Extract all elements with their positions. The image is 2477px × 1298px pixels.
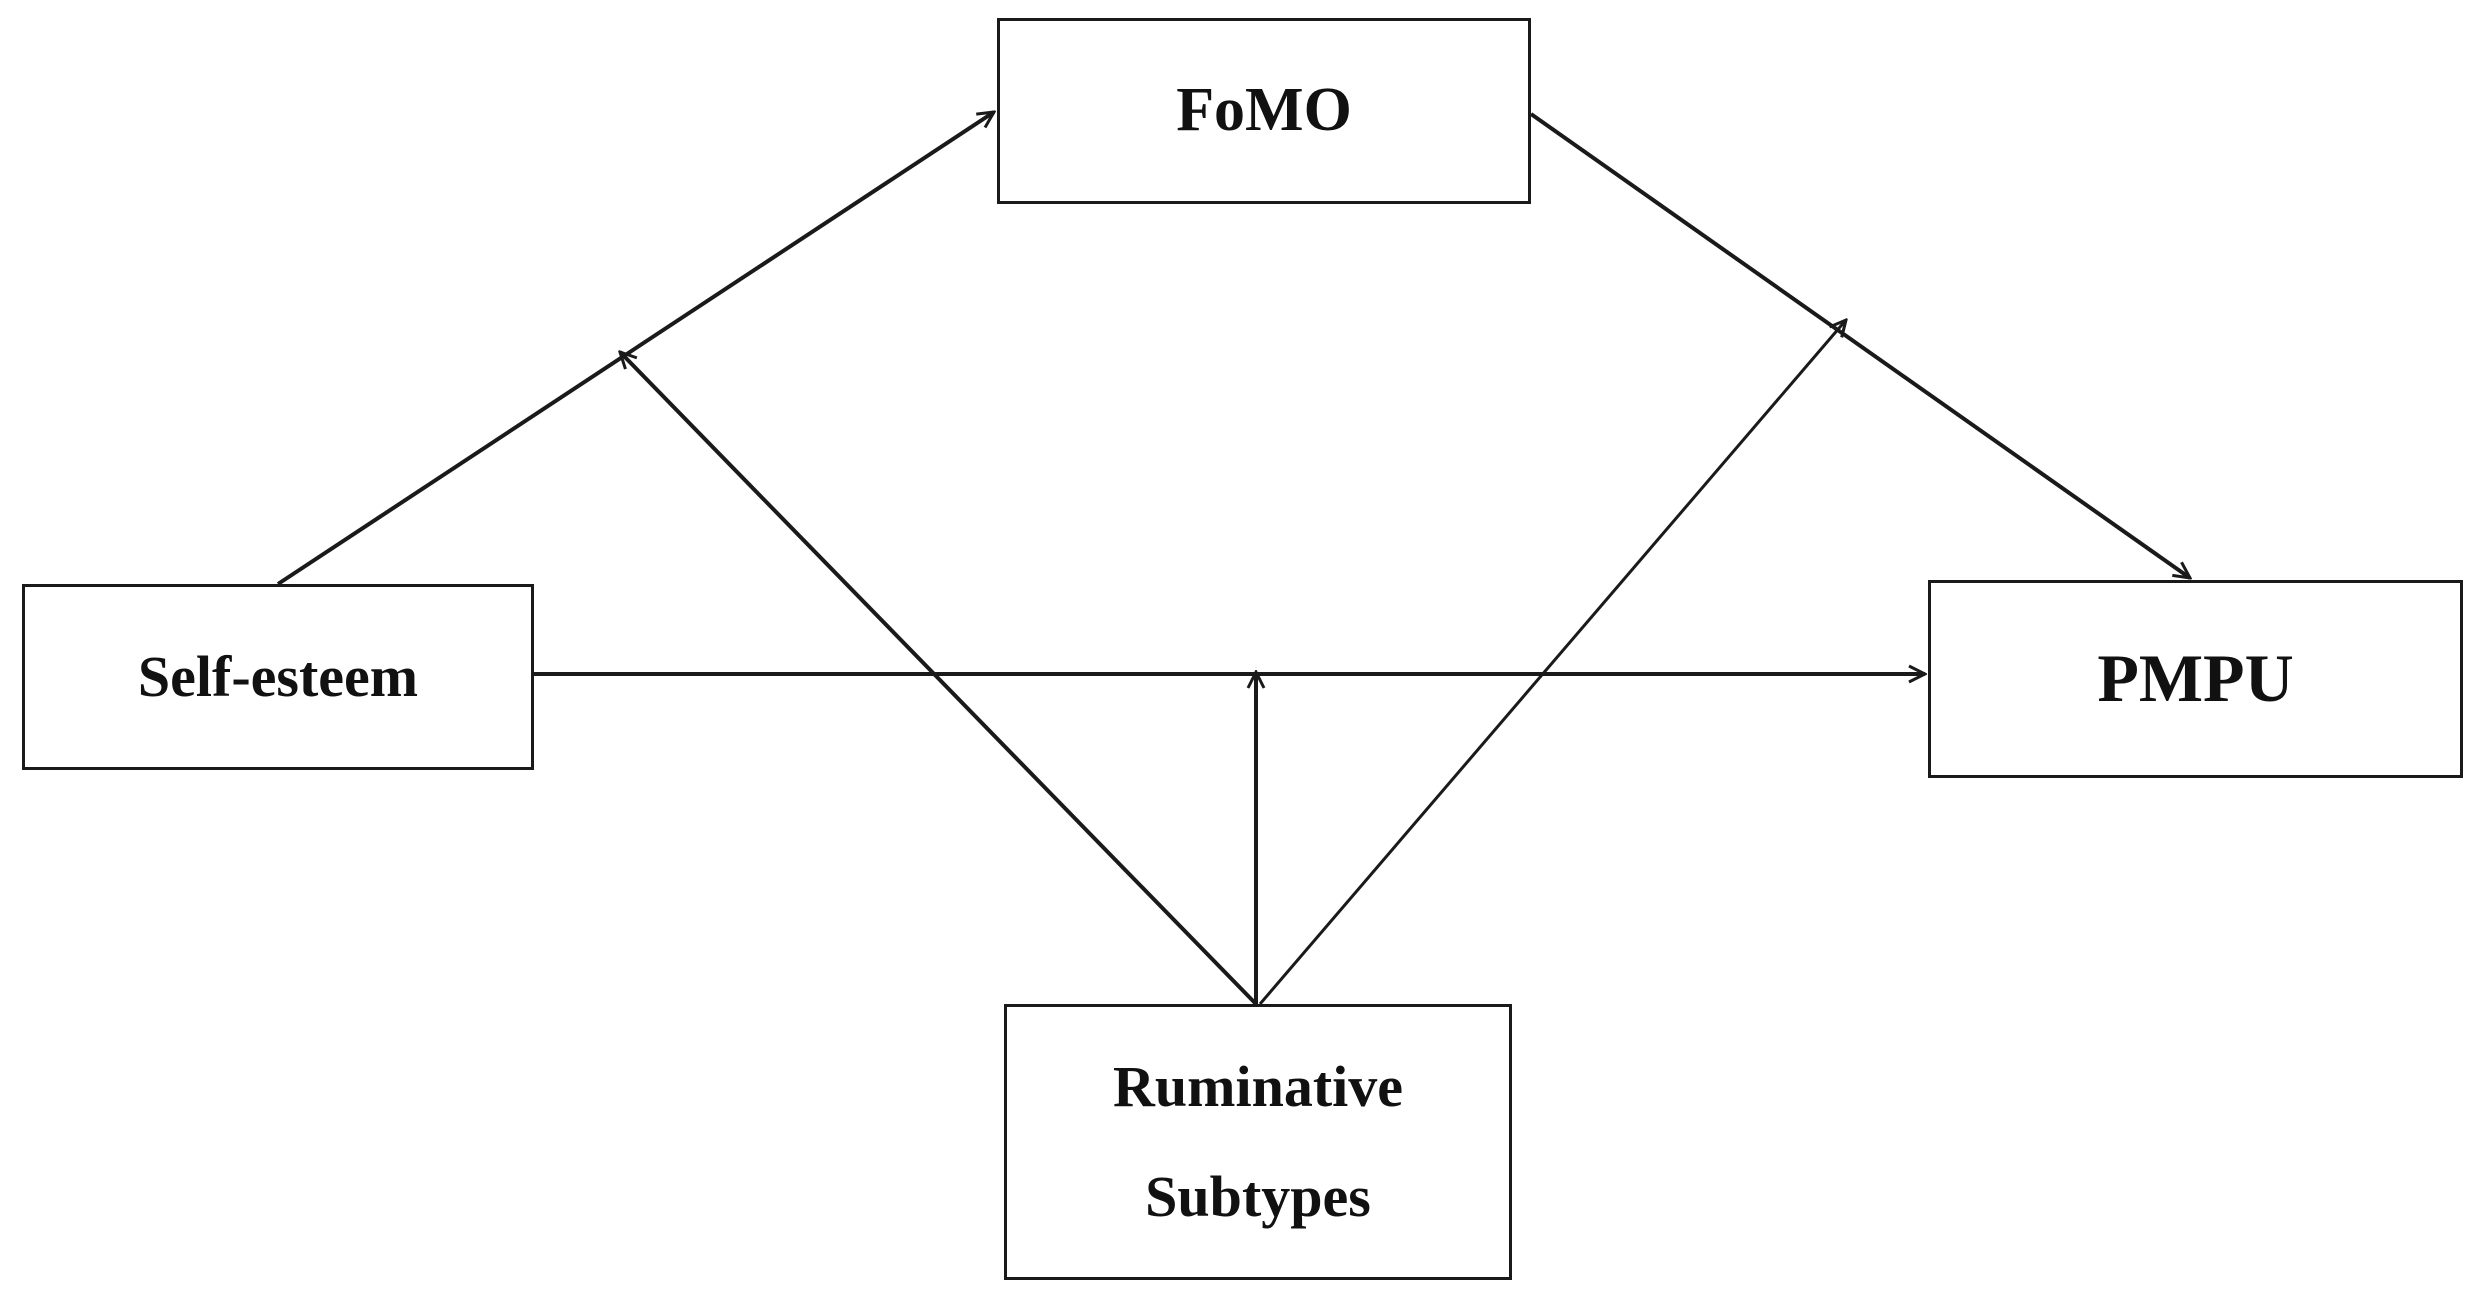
node-fomo-label: FoMO [1176, 76, 1352, 145]
node-fomo: FoMO [997, 18, 1531, 204]
node-pmpu-label: PMPU [2097, 640, 2294, 717]
moderation-arrow-to-a-path [620, 352, 1258, 1006]
node-self-esteem: Self-esteem [22, 584, 534, 770]
path-arrow-self-esteem-to-fomo [276, 112, 994, 586]
node-ruminative-label-line2: Subtypes [1145, 1164, 1371, 1229]
node-ruminative-label: Ruminative Subtypes [1113, 1032, 1403, 1252]
node-ruminative-label-line1: Ruminative [1113, 1053, 1403, 1119]
node-pmpu: PMPU [1928, 580, 2463, 778]
node-self-esteem-label: Self-esteem [137, 643, 419, 709]
moderation-arrow-to-b-path [1258, 320, 1846, 1005]
node-ruminative-subtypes: Ruminative Subtypes [1004, 1004, 1512, 1280]
path-arrow-fomo-to-pmpu [1529, 112, 2190, 578]
